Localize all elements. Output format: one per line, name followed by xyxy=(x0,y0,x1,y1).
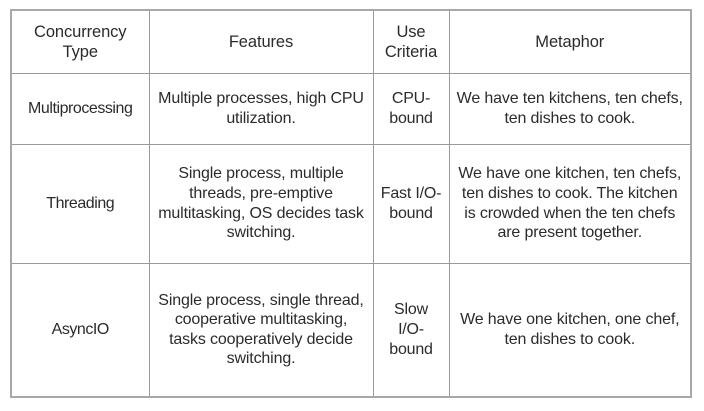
cell-concurrency-type: Multiprocessing xyxy=(10,72,150,145)
cell-concurrency-type: Threading xyxy=(10,143,150,264)
cell-metaphor: We have one kitchen, one chef, ten dishe… xyxy=(448,262,692,398)
table-row: Multiprocessing Multiple processes, high… xyxy=(10,72,692,145)
cell-use-criteria: Slow I/O-bound xyxy=(372,262,450,398)
cell-features: Multiple processes, high CPU utilization… xyxy=(148,72,374,145)
table-body: Multiprocessing Multiple processes, high… xyxy=(10,72,692,398)
cell-concurrency-type: AsyncIO xyxy=(10,262,150,398)
cell-use-criteria: CPU-bound xyxy=(372,72,450,145)
cell-features: Single process, multiple threads, pre-em… xyxy=(148,143,374,264)
cell-features: Single process, single thread, cooperati… xyxy=(148,262,374,398)
column-header-metaphor: Metaphor xyxy=(448,9,692,74)
table-row: AsyncIO Single process, single thread, c… xyxy=(10,262,692,398)
column-header-features: Features xyxy=(148,9,374,74)
cell-use-criteria: Fast I/O-bound xyxy=(372,143,450,264)
table-row: Threading Single process, multiple threa… xyxy=(10,143,692,264)
cell-metaphor: We have one kitchen, ten chefs, ten dish… xyxy=(448,143,692,264)
cell-metaphor: We have ten kitchens, ten chefs, ten dis… xyxy=(448,72,692,145)
